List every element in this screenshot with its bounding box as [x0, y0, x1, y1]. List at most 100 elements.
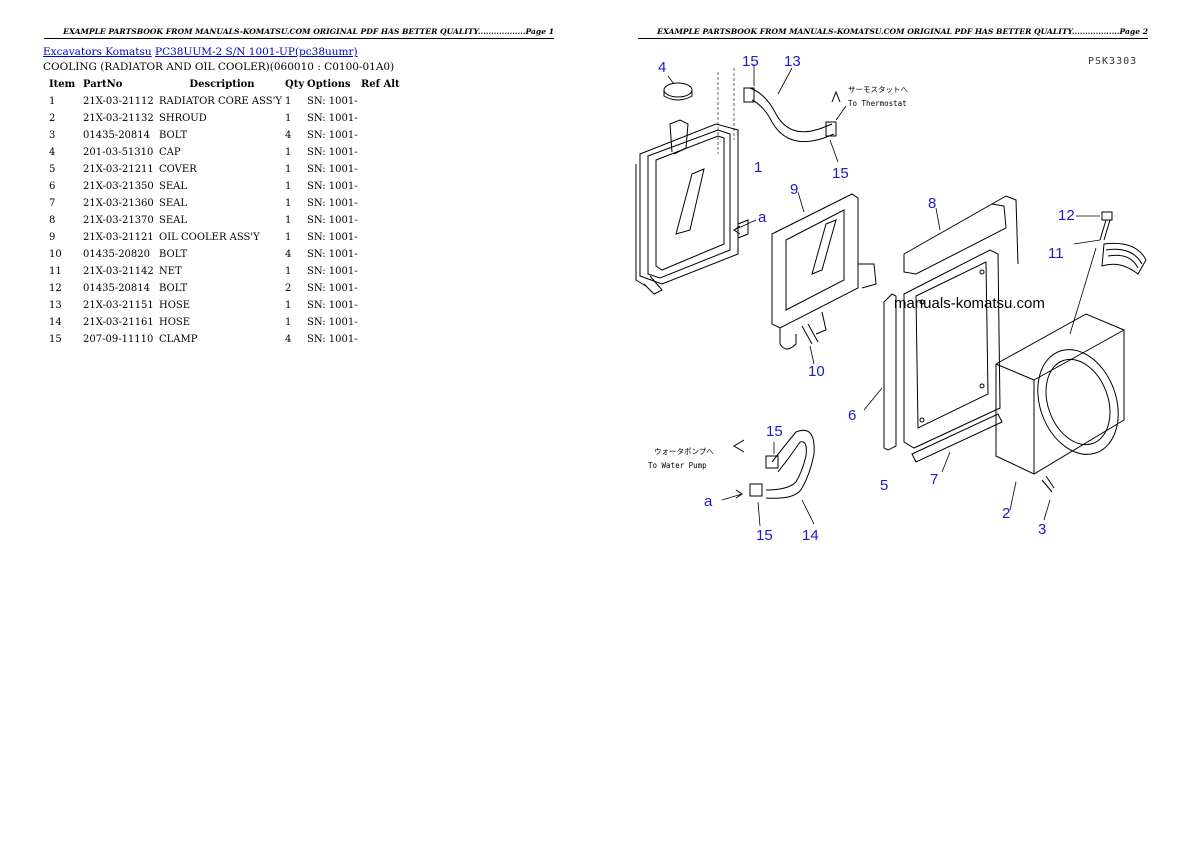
exploded-parts-diagram: PSK3303 サーモスタットへ To Thermostat	[635, 53, 1147, 544]
callout-4: 4	[658, 59, 666, 76]
description-cell: RADIATOR CORE ASS'Y	[159, 96, 282, 107]
description-cell: COVER	[159, 164, 197, 175]
callout-15-lower-bottom: 15	[756, 527, 773, 544]
partno-cell: 01435-20820	[83, 249, 151, 260]
options-cell: SN: 1001-	[307, 113, 358, 124]
cap-drawing	[663, 75, 693, 101]
partno-cell: 201-03-51310	[83, 147, 154, 158]
upper-hose-drawing	[743, 64, 847, 163]
refalt-cell	[361, 195, 401, 212]
partno-cell: 21X-03-21350	[83, 181, 154, 192]
partno-cell: 21X-03-21211	[83, 164, 154, 175]
item-cell: 2	[49, 113, 56, 124]
item-cell: 10	[49, 249, 62, 260]
callout-7: 7	[930, 471, 938, 488]
breadcrumb-model-link[interactable]: PC38UUM-2 S/N 1001-UP(pc38uumr)	[155, 46, 358, 58]
qty-cell: 1	[285, 181, 292, 192]
callout-8: 8	[928, 195, 936, 212]
refalt-cell	[361, 178, 401, 195]
oil-cooler-drawing	[733, 191, 877, 350]
qty-cell: 1	[285, 266, 292, 277]
table-header-row: Item PartNo Description Qty Options Ref …	[44, 76, 401, 93]
qty-cell: 1	[285, 164, 292, 175]
refalt-cell	[361, 212, 401, 229]
options-cell: SN: 1001-	[307, 283, 358, 294]
callout-a-upper: a	[758, 209, 767, 226]
options-cell: SN: 1001-	[307, 232, 358, 243]
callout-15-upper-left: 15	[742, 53, 759, 70]
thermostat-arrow	[831, 90, 841, 103]
partno-cell: 21X-03-21142	[83, 266, 154, 277]
breadcrumb-category-link[interactable]: Excavators Komatsu	[43, 46, 152, 58]
qty-cell: 1	[285, 198, 292, 209]
description-cell: BOLT	[159, 283, 188, 294]
description-cell: NET	[159, 266, 182, 277]
item-cell: 11	[49, 266, 62, 277]
refalt-cell	[361, 331, 401, 348]
item-cell: 9	[49, 232, 56, 243]
page-2-header: EXAMPLE PARTSBOOK FROM MANUALS-KOMATSU.C…	[638, 26, 1148, 39]
options-cell: SN: 1001-	[307, 334, 358, 345]
partno-cell: 21X-03-21360	[83, 198, 154, 209]
refalt-cell	[361, 297, 401, 314]
refalt-cell	[361, 314, 401, 331]
options-cell: SN: 1001-	[307, 249, 358, 260]
bolt-10-drawing	[801, 323, 819, 365]
watermark: manuals-komatsu.com	[894, 295, 1045, 312]
description-cell: SEAL	[159, 181, 188, 192]
shroud-drawing	[995, 313, 1125, 511]
seal-7-drawing	[911, 413, 1003, 473]
partno-cell: 207-09-11110	[83, 334, 154, 345]
refalt-cell	[361, 93, 401, 110]
options-cell: SN: 1001-	[307, 215, 358, 226]
description-cell: SEAL	[159, 198, 188, 209]
item-cell: 1	[49, 96, 56, 107]
callout-a-lower: a	[704, 493, 713, 510]
col-refalt-header: Ref Alt	[361, 79, 400, 90]
table-row: 10 01435-20820 BOLT 4 SN: 1001-	[44, 246, 401, 263]
qty-cell: 1	[285, 147, 292, 158]
thermostat-note-en: To Thermostat	[848, 99, 907, 108]
options-cell: SN: 1001-	[307, 147, 358, 158]
refalt-cell	[361, 246, 401, 263]
thermostat-note-jp: サーモスタットへ	[848, 85, 908, 94]
col-item-header: Item	[49, 79, 76, 90]
item-cell: 3	[49, 130, 56, 141]
qty-cell: 2	[285, 283, 292, 294]
callout-6: 6	[848, 407, 856, 424]
bolt-3-drawing	[1041, 475, 1055, 521]
col-description-header: Description	[189, 79, 255, 90]
options-cell: SN: 1001-	[307, 130, 358, 141]
callout-15-upper-right: 15	[832, 165, 849, 182]
qty-cell: 1	[285, 300, 292, 311]
partno-cell: 01435-20814	[83, 130, 151, 141]
item-cell: 14	[49, 317, 62, 328]
item-cell: 5	[49, 164, 56, 175]
refalt-cell	[361, 280, 401, 297]
radiator-core-drawing	[635, 68, 749, 295]
description-cell: CLAMP	[159, 334, 198, 345]
callout-1: 1	[754, 159, 762, 176]
callout-11: 11	[1048, 245, 1064, 262]
item-cell: 13	[49, 300, 62, 311]
options-cell: SN: 1001-	[307, 300, 358, 311]
seal-8-drawing	[903, 195, 1019, 275]
bolt-12-drawing	[1076, 211, 1113, 241]
description-cell: BOLT	[159, 249, 188, 260]
waterpump-note-jp: ウォータポンプへ	[654, 447, 714, 456]
partno-cell: 21X-03-21161	[83, 317, 154, 328]
drawing-code: PSK3303	[1088, 56, 1137, 67]
qty-cell: 1	[285, 96, 292, 107]
parts-table: Item PartNo Description Qty Options Ref …	[44, 76, 401, 348]
item-cell: 4	[49, 147, 56, 158]
qty-cell: 4	[285, 249, 292, 260]
